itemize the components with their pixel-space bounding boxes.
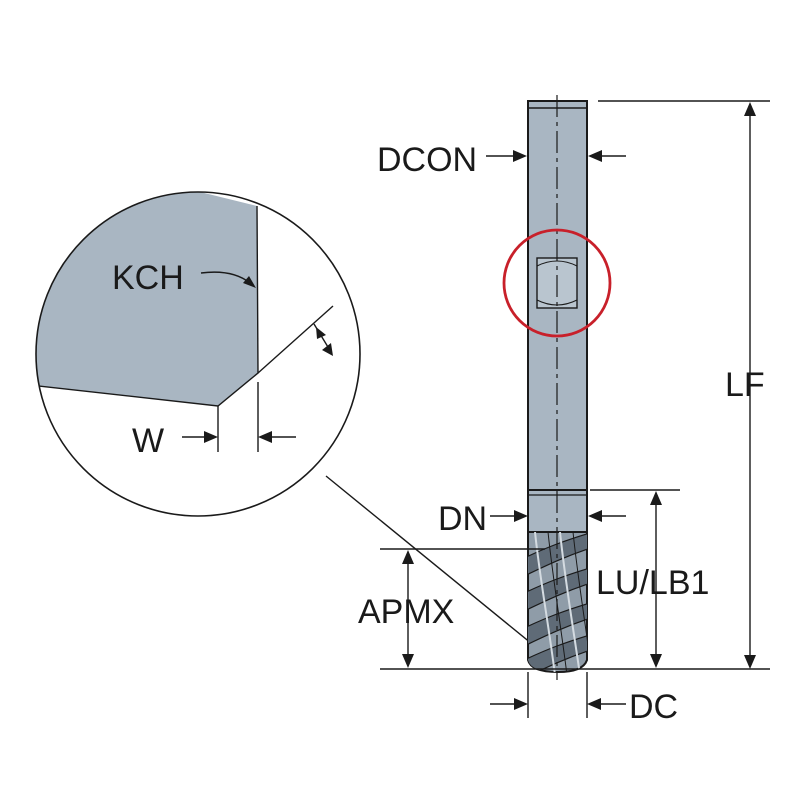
angle-arrowhead-top: [316, 327, 326, 339]
kch-label: KCH: [112, 259, 184, 297]
detail-circle: [35, 191, 361, 517]
lu-lb1-dimension: [590, 489, 680, 668]
lf-dimension: [380, 100, 770, 670]
apmx-label: APMX: [358, 593, 454, 631]
w-arrowhead-right: [258, 431, 272, 443]
dc-label: DC: [629, 688, 678, 726]
end-mill-tool: [527, 95, 588, 680]
lu-lb1-label: LU/LB1: [596, 564, 709, 602]
detail-connector-line: [325, 475, 538, 649]
dn-label: DN: [438, 500, 487, 538]
w-label: W: [132, 422, 164, 460]
chamfer-extension-line: [257, 305, 334, 374]
dcon-dimension: [486, 150, 626, 162]
angle-arrowhead-bottom: [322, 343, 333, 356]
dcon-label: DCON: [377, 141, 477, 179]
kch-arrowhead: [243, 276, 256, 288]
detail-edge-outline: [36, 205, 259, 407]
highlight-ring: [502, 228, 612, 338]
detail-view: [35, 191, 361, 517]
apmx-dimension: [380, 548, 545, 668]
dc-dimension: [490, 672, 626, 718]
dn-dimension: [490, 510, 626, 522]
w-arrowhead-left: [204, 431, 218, 443]
lf-label: LF: [725, 366, 765, 404]
